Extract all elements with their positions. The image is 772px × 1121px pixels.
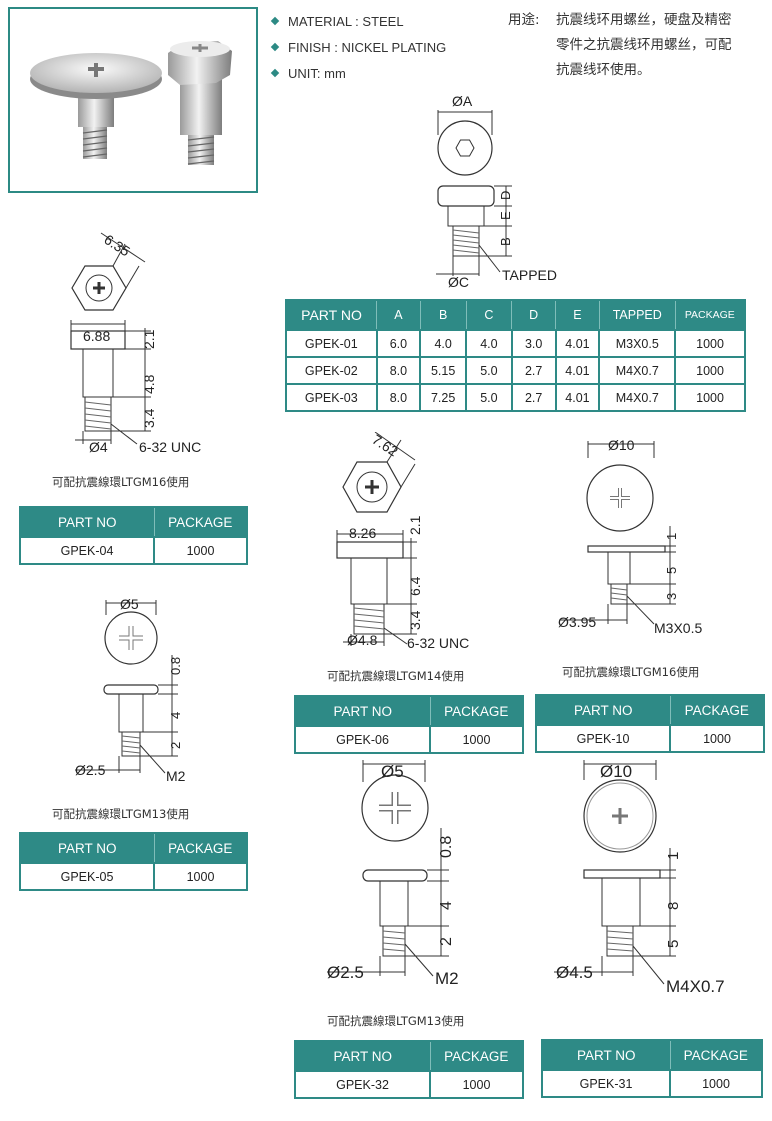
dim-d: D: [498, 191, 513, 200]
dim-thread: M2: [435, 969, 459, 988]
dim-shaft-dia: Ø4: [89, 439, 108, 455]
dim-head-height: 1: [665, 852, 682, 860]
spec-material: MATERIAL : STEEL: [270, 8, 446, 34]
dim-head-height: 0.8: [438, 836, 455, 858]
dim-head-width: 6.88: [83, 328, 110, 344]
dim-thread-length: 2: [438, 937, 455, 946]
dim-dia-c: ØC: [448, 274, 469, 290]
bullet-diamond-icon: [270, 42, 280, 52]
generic-screw-drawing: ØA D E B ØC TAPPED: [436, 93, 557, 290]
dim-head-width: 8.26: [349, 525, 376, 541]
dim-shaft-dia: Ø2.5: [75, 762, 106, 778]
dim-shaft-dia: Ø4.8: [347, 632, 378, 648]
dim-shaft-length: 5: [664, 567, 679, 574]
dim-shaft-dia: Ø4.5: [556, 963, 593, 982]
main-spec-table: PART NO A B C D E TAPPED PACKAGE GPEK-01…: [285, 299, 746, 412]
dim-shaft-length: 6.4: [407, 576, 423, 596]
dim-shaft-length: 4: [438, 901, 455, 910]
gpek10-drawing: Ø10 1 5 3 Ø3.95 M3X0.5: [558, 437, 702, 636]
dim-e: E: [498, 211, 513, 220]
col-b: B: [419, 299, 467, 331]
dim-hex-width: 7.62: [369, 432, 401, 459]
gpek04-note: 可配抗震線環LTGM16使用: [52, 475, 190, 489]
dim-head-dia: Ø5: [120, 596, 139, 612]
dim-thread-length: 3.4: [407, 610, 423, 630]
dim-shaft-length: 4.8: [141, 374, 157, 394]
dim-hex-width: 6.35: [101, 231, 133, 259]
dim-head-height: 2.1: [141, 329, 157, 349]
gpek05-drawing: Ø5 0.8 4 2 Ø2.5 M2: [75, 596, 186, 784]
col-d: D: [511, 299, 557, 331]
col-e: E: [555, 299, 600, 331]
dim-head-dia: Ø10: [608, 437, 635, 453]
bullet-diamond-icon: [270, 16, 280, 26]
col-part-no: PART NO: [285, 299, 378, 331]
dim-shaft-length: 4: [168, 712, 183, 719]
gpek04-drawing: 6.35 6.88 2.1 4.8 3.4 Ø4 6-32 UNC: [70, 231, 201, 455]
gpek32-note: 可配抗震線環LTGM13使用: [327, 1014, 465, 1028]
gpek06-note: 可配抗震線環LTGM14使用: [327, 669, 465, 683]
col-a: A: [376, 299, 421, 331]
dim-shaft-dia: Ø3.95: [558, 614, 596, 630]
usage-description: 用途:抗震线环用螺丝，硬盘及精密 零件之抗震线环用螺丝，可配 抗震线环使用。: [508, 12, 732, 78]
dim-thread-length: 3: [664, 593, 679, 600]
dim-head-height: 0.8: [168, 657, 183, 675]
gpek06-drawing: 7.62 8.26 2.1 6.4 3.4 Ø4.8 6-32 UNC: [336, 432, 469, 651]
table-header-row: PART NO A B C D E TAPPED PACKAGE: [285, 299, 746, 331]
dim-tapped: TAPPED: [502, 267, 557, 283]
dim-thread: 6-32 UNC: [407, 635, 469, 651]
dim-thread: M2: [166, 768, 186, 784]
spec-unit: UNIT: mm: [270, 60, 446, 86]
dim-shaft-length: 8: [665, 902, 682, 910]
dim-thread-length: 5: [665, 940, 682, 948]
dim-thread: M3X0.5: [654, 620, 702, 636]
gpek05-note: 可配抗震線環LTGM13使用: [52, 807, 190, 821]
screw-photo-illustration: [30, 41, 232, 165]
dim-head-height: 1: [664, 533, 679, 540]
dim-b: B: [498, 237, 513, 246]
spec-list: MATERIAL : STEEL FINISH : NICKEL PLATING…: [270, 8, 446, 86]
col-package: PACKAGE: [674, 299, 746, 331]
dim-shaft-dia: Ø2.5: [327, 963, 364, 982]
col-c: C: [465, 299, 513, 331]
gpek10-note: 可配抗震線環LTGM16使用: [562, 665, 700, 679]
dim-head-height: 2.1: [407, 515, 423, 535]
dim-thread: 6-32 UNC: [139, 439, 201, 455]
dim-head-dia: Ø5: [381, 762, 404, 781]
dim-thread-length: 3.4: [141, 408, 157, 428]
gpek31-drawing: Ø10 1 8 5 Ø4.5 M4X0.7: [554, 760, 724, 996]
product-photo: [8, 7, 258, 193]
dim-dia-a: ØA: [452, 93, 473, 109]
spec-finish: FINISH : NICKEL PLATING: [270, 34, 446, 60]
col-tapped: TAPPED: [598, 299, 676, 331]
dim-thread: M4X0.7: [666, 977, 724, 996]
bullet-diamond-icon: [270, 68, 280, 78]
dim-thread-length: 2: [168, 742, 183, 749]
dim-head-dia: Ø10: [600, 762, 632, 781]
gpek32-drawing: Ø5 0.8 4 2 Ø2.5 M2: [327, 760, 459, 988]
